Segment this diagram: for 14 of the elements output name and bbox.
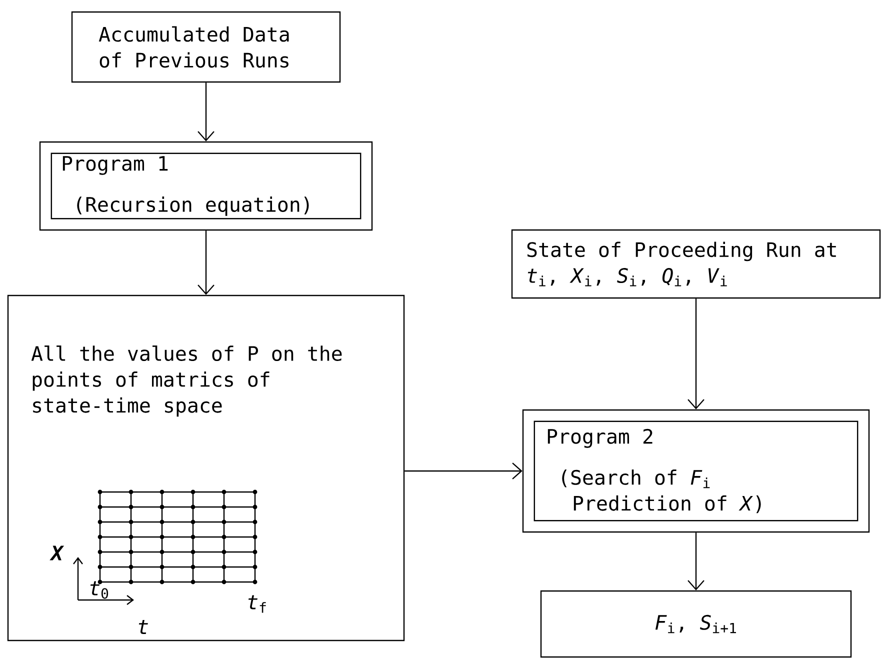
- process-box: State of Proceeding Run at t$_{i}$, X$_{i}$, S$_{i}$, Q$_{i}$, V$_{i}$: [511, 229, 881, 299]
- axis-label: t: [138, 620, 148, 634]
- program-box: Program 1 (Recursion equation): [39, 141, 373, 231]
- axis-label: X: [50, 546, 64, 560]
- arrow: [688, 532, 704, 590]
- arrow: [198, 230, 214, 295]
- arrow: [198, 82, 214, 142]
- program-box: Program 2 (Search of F$_{i}$ Prediction of X): [522, 409, 870, 533]
- axis-label: t$_{f}$: [248, 595, 266, 613]
- axis-label: t$_{0}$: [90, 581, 108, 599]
- arrow: [688, 298, 704, 410]
- process-box: Accumulated Data of Previous Runs: [71, 11, 341, 83]
- arrow: [404, 462, 522, 480]
- output-box: F$_{i}$, S$_{i+1}$: [540, 590, 852, 658]
